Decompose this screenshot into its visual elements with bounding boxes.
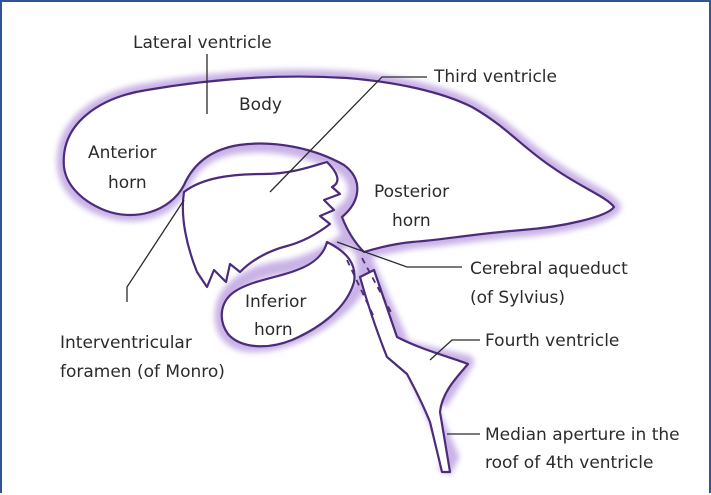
label-posterior-horn-2: horn [392,211,431,231]
label-inferior-horn-1: Inferior [245,292,306,312]
label-fourth-ventricle: Fourth ventricle [485,331,619,351]
label-anterior-horn-1: Anterior [88,143,157,163]
label-median-aperture-1: Median aperture in the [485,425,680,445]
label-interventricular-foramen-2: foramen (of Monro) [60,362,225,382]
label-body: Body [239,95,282,115]
label-cerebral-aqueduct-1: Cerebral aqueduct [470,259,628,279]
label-inferior-horn-2: horn [254,320,293,340]
label-posterior-horn-1: Posterior [374,182,449,202]
label-interventricular-foramen-1: Interventricular [60,333,192,353]
label-anterior-horn-2: horn [108,173,147,193]
label-lateral-ventricle: Lateral ventricle [133,33,272,53]
label-cerebral-aqueduct-2: (of Sylvius) [470,288,565,308]
label-third-ventricle: Third ventricle [433,67,557,87]
label-median-aperture-2: roof of 4th ventricle [485,453,653,473]
